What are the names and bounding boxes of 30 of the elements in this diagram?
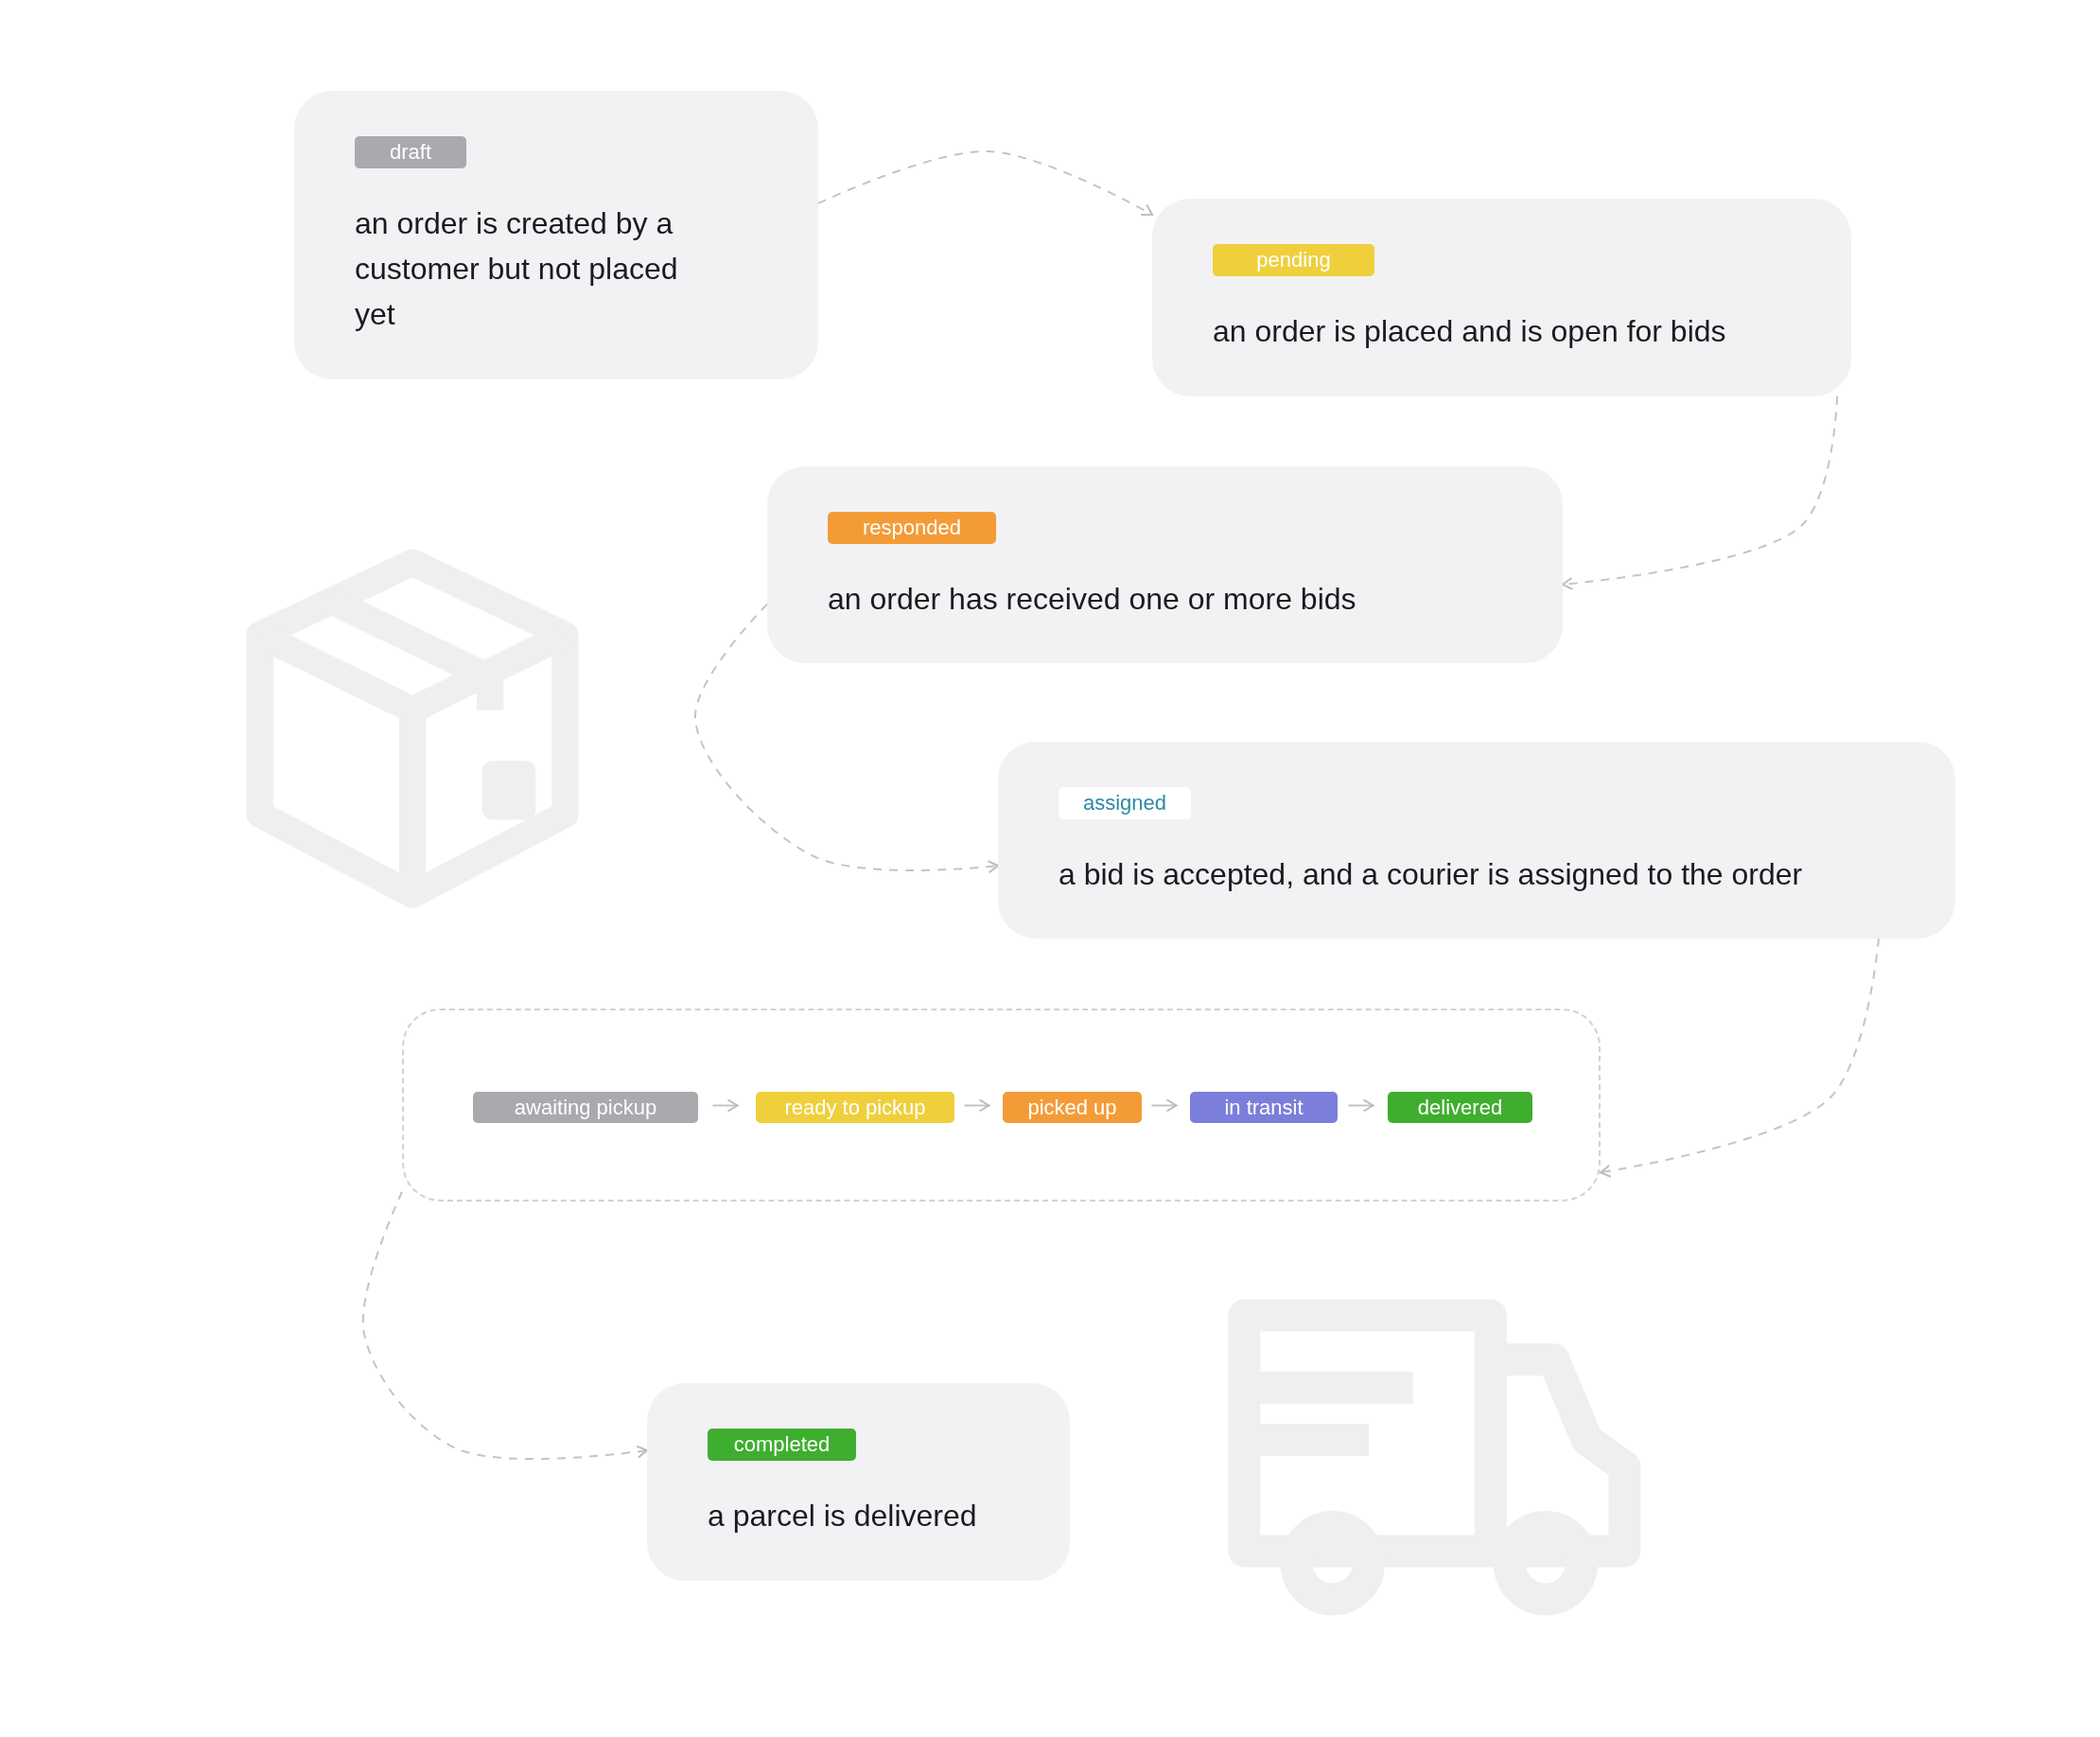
state-card [998,742,1955,939]
state-description: an order is placed and is open for bids [1213,313,1727,350]
state-description: an order is created by a customer but not placed yet [355,205,679,333]
status-tag: responded [828,512,996,544]
status-tag: ready to pickup [756,1092,954,1123]
state-card [767,466,1563,663]
status-tag: completed [708,1429,856,1461]
arrow [1347,1098,1374,1113]
arrow [711,1098,739,1113]
arrow [963,1098,990,1113]
arrow [1150,1098,1178,1113]
state-description: a parcel is delivered [708,1498,978,1535]
status-tag: in transit [1190,1092,1338,1123]
dashed-arrow [1562,395,1839,590]
dashed-arrow [1600,938,1881,1178]
status-tag: pending [1213,244,1374,276]
status-tag: draft [355,136,466,168]
state-description: an order has received one or more bids [828,581,1357,618]
status-tag: delivered [1388,1092,1532,1123]
dashed-arrow [817,150,1153,217]
dashed-arrow [361,1190,648,1460]
state-description: a bid is accepted, and a courier is assigned to the order [1059,856,1804,893]
status-tag: picked up [1003,1092,1142,1123]
state-card [647,1383,1070,1581]
dashed-group-frame [402,1009,1601,1202]
state-card [294,91,818,379]
state-card [1152,199,1851,396]
dashed-arrow [694,603,999,874]
status-tag: assigned [1059,787,1191,819]
status-tag: awaiting pickup [473,1092,698,1123]
